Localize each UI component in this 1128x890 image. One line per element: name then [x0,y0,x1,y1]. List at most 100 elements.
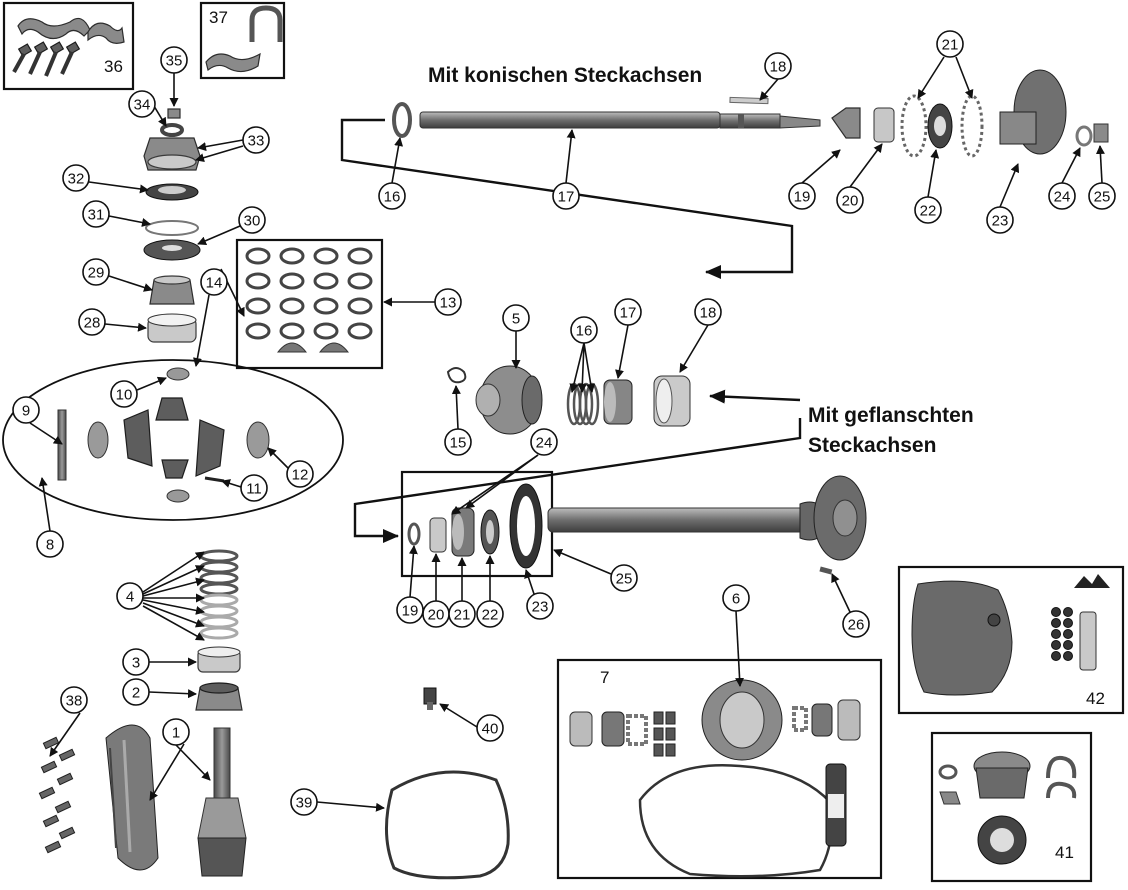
callout-label: 4 [126,589,134,606]
pointer-line [391,137,404,184]
pointer-line [197,225,241,245]
pinion-shims [199,549,239,640]
shim-ring [313,297,339,315]
callout-17a: 17 [552,182,580,210]
callout-label: 8 [46,537,54,554]
pinion-washer [160,123,184,137]
callout-label: 25 [616,571,633,588]
bearing-cup-20 [873,107,895,143]
callout-19b: 19 [396,596,424,624]
pointer-line [927,149,940,198]
callout-18a: 18 [764,52,792,80]
callout-1: 1 [162,718,190,746]
shim-ring [313,272,339,290]
callout-22b: 22 [476,600,504,628]
axle-seal-16 [392,102,412,138]
pinion-thrust-washer [166,367,190,381]
pointer-line [108,275,153,292]
pointer-line [267,447,289,469]
pointer-line [569,342,585,393]
shim-ring [279,272,305,290]
pinion-nut [167,108,181,119]
kit-bolt [665,727,676,741]
ring-gear-bolt [42,736,60,750]
pointer-line [679,324,709,373]
cover-sealant-tube [1079,611,1097,671]
callout-2: 2 [122,678,150,706]
callout-label: 19 [794,189,811,206]
callout-25b: 25 [610,564,638,592]
kit-cover-gasket [638,764,833,878]
pointer-line [735,610,745,687]
pinion-shim [199,626,239,640]
callout-label: 24 [536,435,553,452]
yoke-nut [939,791,961,805]
callout-label: 17 [558,189,575,206]
callout-label: 18 [770,59,787,76]
side-gear [123,409,153,467]
pointer-line [1095,145,1105,184]
callout-16b: 16 [570,316,598,344]
callout-18b: 18 [694,298,722,326]
hub-gasket-21 [900,94,928,158]
u-bolt [249,5,283,42]
callout-label: 11 [246,481,262,498]
pointer-line [149,743,185,801]
kit-bolt [653,743,664,757]
box-37-number: 37 [209,8,228,27]
callout-label: 17 [620,305,637,322]
ring-gear-bolt [54,800,72,814]
callout-21a: 21 [936,30,964,58]
callout-label: 16 [576,323,593,340]
retainer-ring-19 [407,522,421,546]
shim-ring [347,247,373,265]
callout-20a: 20 [836,186,864,214]
pinion-shim [199,549,239,563]
pointer-line [801,149,841,184]
shim-rings [245,247,373,353]
kit-bolt [665,711,676,725]
pointer-line [108,215,151,227]
callout-4: 4 [116,582,144,610]
pinion-gear [155,397,189,421]
cover-bolt [1063,629,1073,639]
callout-13: 13 [434,288,462,316]
pinion-shim [199,582,239,596]
callout-label: 23 [992,213,1009,230]
pinion-gear-head [197,837,247,877]
kit-shims [792,706,808,732]
callout-16a: 16 [378,182,406,210]
callout-34: 34 [128,90,156,118]
strap-part [205,52,261,73]
callout-31: 31 [82,200,110,228]
callout-label: 25 [1094,189,1111,206]
callout-label: 21 [454,607,471,624]
gear-set-outline [2,359,344,521]
pointer-line [148,689,197,699]
shim-ring [279,322,305,340]
flanged-axle-assembly [400,470,867,578]
kit-bearing-cup [569,711,593,747]
callout-label: 23 [532,599,549,616]
oil-slinger [145,220,199,236]
pointer-line [142,551,205,593]
callout-21b: 21 [448,600,476,628]
callout-19a: 19 [788,182,816,210]
callout-label: 22 [482,607,499,624]
pointer-line [999,163,1020,208]
heading-flanged-axles-line2: Steckachsen [808,434,936,457]
pinion-shim [199,593,239,607]
cover-bolts [1051,607,1073,661]
callout-5: 5 [502,304,530,332]
bolt-set [12,41,81,77]
callout-29: 29 [82,258,110,286]
pointer-line [175,744,211,781]
ring-gear-bolts [38,736,76,854]
pointer-line [195,145,244,163]
pointer-line [142,602,205,628]
cover-bolt [1063,651,1073,661]
thrust-washer [87,421,109,459]
callout-35: 35 [160,46,188,74]
pointer-line [142,577,205,597]
pointer-line [142,605,205,641]
